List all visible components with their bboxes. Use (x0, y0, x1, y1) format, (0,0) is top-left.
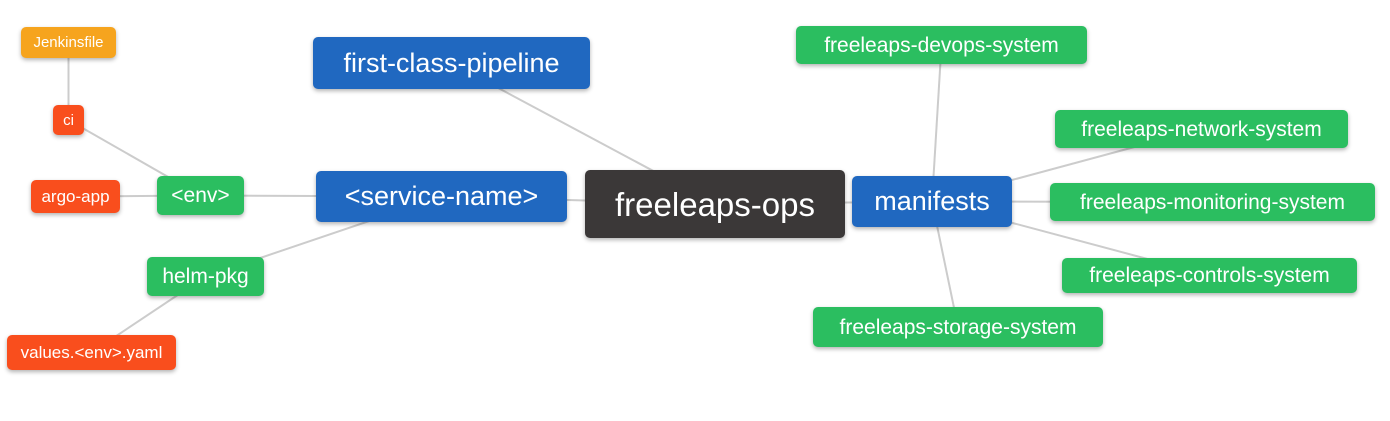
node-label-freeleaps-monitoring-system: freeleaps-monitoring-system (1080, 190, 1345, 214)
node-label-freeleaps-devops-system: freeleaps-devops-system (824, 33, 1059, 57)
node-manifests[interactable]: manifests (852, 176, 1012, 227)
node-service-name[interactable]: <service-name> (316, 171, 567, 222)
node-ci[interactable]: ci (53, 105, 84, 135)
node-label-first-class-pipeline: first-class-pipeline (343, 47, 560, 78)
node-label-helm-pkg: helm-pkg (162, 265, 249, 288)
node-env[interactable]: <env> (157, 176, 244, 215)
node-freeleaps-ops[interactable]: freeleaps-ops (585, 170, 845, 238)
node-label-manifests: manifests (874, 186, 990, 216)
node-jenkinsfile[interactable]: Jenkinsfile (21, 27, 116, 58)
node-label-freeleaps-controls-system: freeleaps-controls-system (1089, 264, 1330, 287)
node-helm-pkg[interactable]: helm-pkg (147, 257, 264, 296)
node-label-env: <env> (171, 184, 230, 207)
node-label-argo-app: argo-app (41, 187, 110, 206)
node-label-service-name: <service-name> (344, 181, 539, 211)
node-freeleaps-monitoring-system[interactable]: freeleaps-monitoring-system (1050, 183, 1375, 221)
node-freeleaps-devops-system[interactable]: freeleaps-devops-system (796, 26, 1087, 64)
node-label-freeleaps-storage-system: freeleaps-storage-system (839, 315, 1077, 339)
node-label-freeleaps-ops: freeleaps-ops (615, 185, 815, 223)
node-label-jenkinsfile: Jenkinsfile (33, 34, 104, 51)
node-label-values-env-yaml: values.<env>.yaml (20, 343, 163, 362)
node-freeleaps-network-system[interactable]: freeleaps-network-system (1055, 110, 1348, 148)
node-first-class-pipeline[interactable]: first-class-pipeline (313, 37, 590, 89)
node-freeleaps-storage-system[interactable]: freeleaps-storage-system (813, 307, 1103, 347)
edge-manifests--freeleaps-devops-system (931, 44, 943, 202)
node-freeleaps-controls-system[interactable]: freeleaps-controls-system (1062, 258, 1357, 293)
node-label-freeleaps-network-system: freeleaps-network-system (1081, 117, 1322, 141)
node-argo-app[interactable]: argo-app (31, 180, 120, 213)
node-label-ci: ci (63, 111, 74, 129)
node-values-env-yaml[interactable]: values.<env>.yaml (7, 335, 176, 370)
